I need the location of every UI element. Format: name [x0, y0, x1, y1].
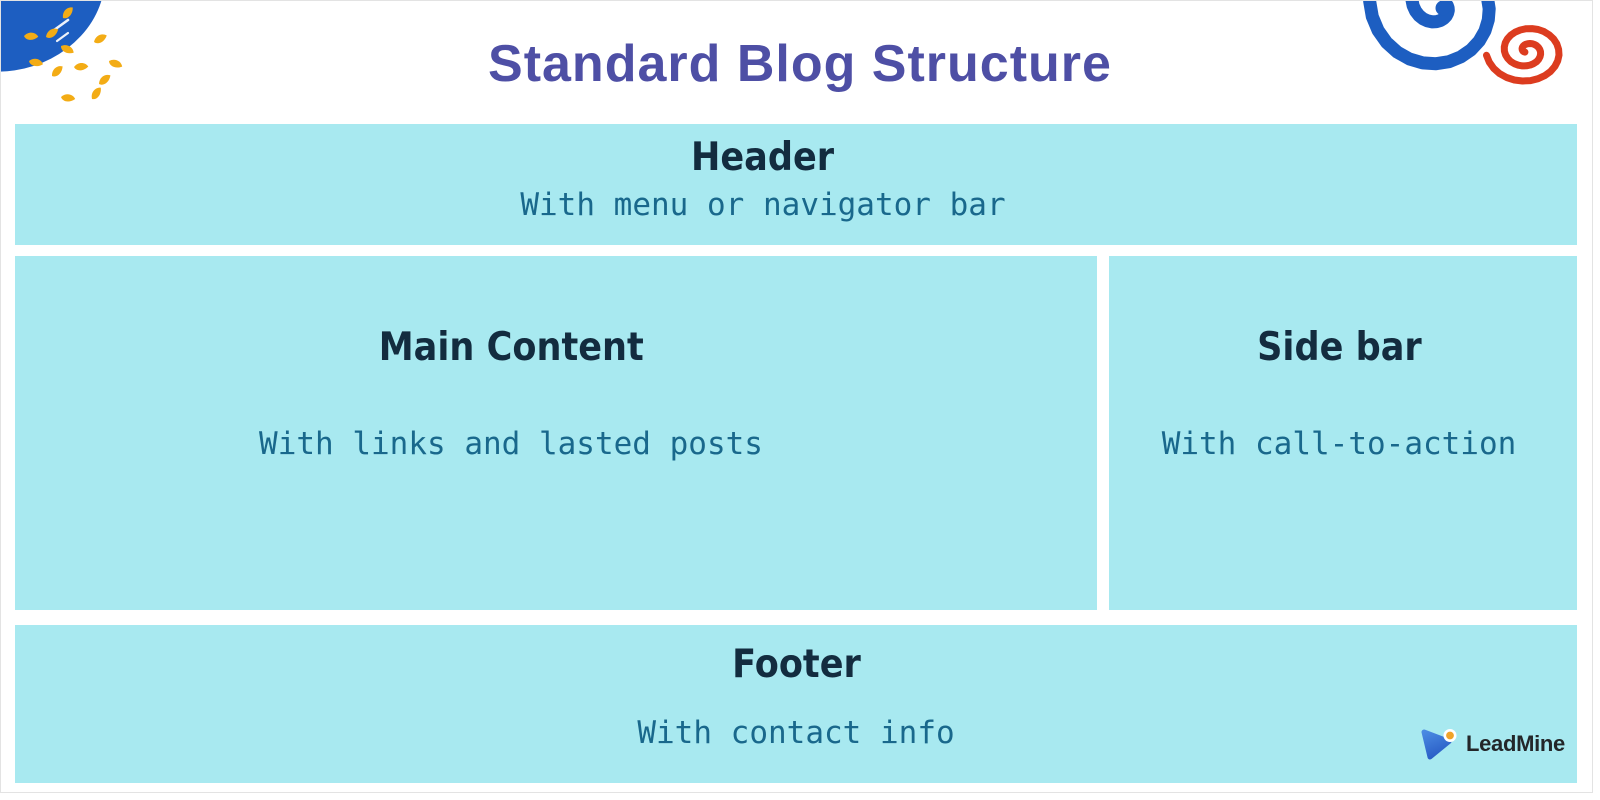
diagram-box-footer: Footer With contact info LeadMine	[15, 625, 1577, 783]
footer-box-label: Footer	[731, 642, 861, 687]
leadmine-triangle-icon	[1421, 729, 1457, 760]
diagram-box-sidebar: Side bar With call-to-action	[1109, 256, 1577, 610]
page-title: Standard Blog Structure	[488, 35, 1112, 93]
diagram-box-main-content: Main Content With links and lasted posts	[15, 256, 1097, 610]
leadmine-logo: LeadMine	[1420, 728, 1565, 760]
leadmine-dot-icon	[1443, 729, 1457, 742]
footer-box-text: Footer With contact info	[15, 625, 1577, 752]
leadmine-logo-text: LeadMine	[1465, 731, 1565, 756]
sidebar-box-description: With call-to-action	[1161, 426, 1517, 462]
main-content-box-label: Main Content	[378, 325, 644, 370]
footer-box-description: With contact info	[637, 715, 955, 751]
diagram-box-header: Header With menu or navigator bar	[15, 124, 1577, 245]
header-box-description: With menu or navigator bar	[520, 187, 1006, 223]
sidebar-box-text: Side bar With call-to-action	[1105, 256, 1573, 463]
paint-blob-streak	[48, 18, 70, 35]
sidebar-box-label: Side bar	[1256, 325, 1422, 370]
main-content-box-text: Main Content With links and lasted posts	[0, 256, 1052, 463]
header-box-text: Header With menu or navigator bar	[0, 124, 1544, 224]
header-box-label: Header	[691, 135, 835, 180]
main-content-box-description: With links and lasted posts	[259, 426, 763, 462]
